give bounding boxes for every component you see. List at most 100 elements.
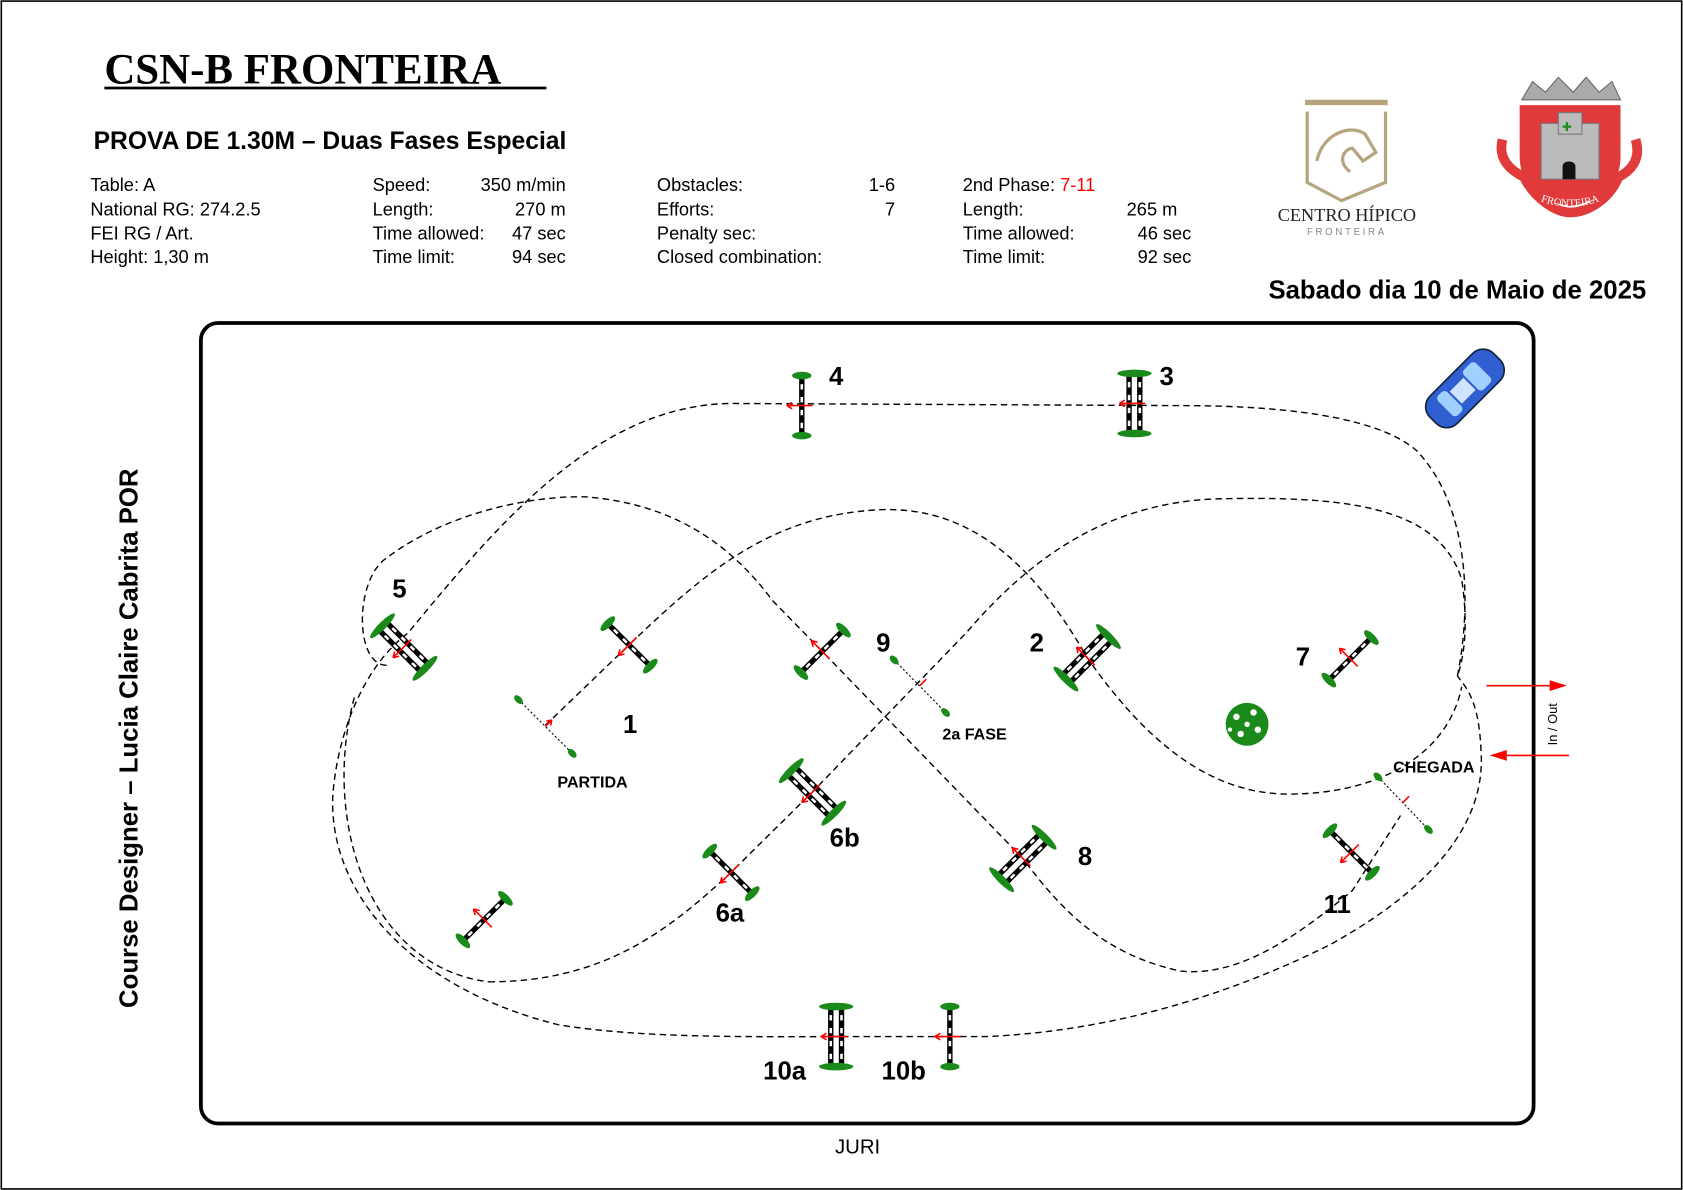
crest-text-path: FRONTEIRA [1540,193,1601,210]
pole-stripe [1127,382,1131,388]
pole-stripe [800,384,804,390]
wing-stand [821,800,847,826]
direction-arrow-icon [810,639,831,660]
direction-arrow-icon [1119,399,1146,408]
obstacle-5 [370,613,438,681]
pole-stripe [1009,873,1016,880]
wing-stand [1031,824,1057,850]
bush-decoration [1225,702,1269,746]
info-closed-combination-label: Closed combination: [657,246,822,267]
obstacle-number-10b: 10b [882,1057,926,1085]
obstacle-1 [600,616,658,674]
pole-stripe [409,645,416,651]
obstacle-unnumbered [455,891,513,949]
pole-stripe [391,627,398,633]
pole-stripe [1075,656,1082,662]
obstacle-9 [793,622,851,680]
pole-stripe [1074,672,1080,679]
pole-stripe [805,662,811,669]
wing-stand [702,843,718,859]
wing-stand [1365,865,1380,881]
pole-stripe [819,806,826,813]
info-table: Table: A National RG: 274.2.5 FEI RG / A… [90,174,1191,267]
pole-stripe [1138,394,1142,401]
finish-line [1373,772,1433,834]
info-length-label: Length: [373,199,434,220]
wing-stand [836,622,851,638]
info-height: Height: 1,30 m [90,246,209,267]
direction-arrow-icon [820,1032,847,1041]
wing-stand [600,616,616,631]
wing-stand [455,933,471,949]
wing-stand [778,758,804,784]
pole-stripe [840,1027,843,1034]
direction-arrow-icon [392,638,412,659]
pole-stripe [400,636,407,642]
arena-boundary [199,321,1536,1126]
pole-stripe [485,912,492,919]
obstacle-11 [1322,823,1380,881]
exit-arrow-icon [1489,750,1507,761]
club-subname: FRONTEIRA [1307,227,1387,238]
wing-stand [792,431,812,440]
wing-stand [1053,666,1079,692]
info-obstacles-value: 1-6 [869,174,895,195]
wing-stand [1364,630,1379,645]
pole-stripe [418,654,425,661]
obstacle-number-8: 8 [1078,843,1092,871]
pole-stripe [1351,651,1358,658]
wing-stand [1117,429,1152,438]
route-combination-six [488,497,1466,983]
pole-stripe [948,1040,952,1047]
start-label: PARTIDA [557,774,628,792]
pole-stripe [476,921,483,928]
pole-stripe [1360,642,1367,649]
pole-stripe [1138,382,1142,388]
pole-stripe [1342,660,1348,667]
info-phase2-time-allowed-label: Time allowed: [963,222,1075,243]
obstacle-number-1: 1 [623,711,637,739]
car-icon [1424,348,1506,429]
pole-stripe [631,647,637,653]
info-time-limit-value: 94 sec [512,246,566,267]
pole-stripe [1344,845,1350,851]
obstacle-6b [778,758,847,826]
pole-stripe [1011,856,1017,863]
obstacle-number-6a: 6a [716,900,745,928]
wing-stand [1096,624,1121,649]
pole-stripe [829,1040,833,1047]
obstacle-8 [989,824,1057,893]
pole-stripe [1333,670,1339,676]
wing-stand [744,886,760,901]
info-phase2-time-limit-value: 92 sec [1138,246,1192,267]
obstacle-number-7: 7 [1296,643,1310,671]
info-efforts-value: 7 [885,199,895,220]
pole-stripe [1138,420,1142,426]
route-phase-two-loop [361,496,1402,973]
pole-stripe [1092,654,1099,661]
info-national-rg: National RG: 274.2.5 [90,199,260,220]
info-obstacles-label: Obstacles: [657,174,743,195]
pole-stripe [1083,663,1089,670]
course-designer: Course Designer – Lucia Claire Cabrita P… [116,468,144,1008]
info-phase2-length-label: Length: [963,199,1024,220]
obstacles [370,369,1380,1071]
pole-stripe [1353,854,1359,860]
pole-stripe [801,788,808,795]
jury-label: JURI [835,1137,880,1159]
pole-stripe [742,883,748,890]
info-phase2-length-value: 265 m [1127,199,1178,220]
obstacle-number-9: 9 [876,629,890,657]
finish-label: CHEGADA [1393,759,1475,777]
pole-stripe [800,772,806,778]
pole-stripe [612,628,619,635]
pole-stripe [814,653,821,660]
pole-stripe [829,1027,833,1034]
pole-stripe [792,779,799,786]
info-fei-rg: FEI RG / Art. [90,222,193,243]
pole-stripe [714,856,721,862]
centro-hipico-logo: CENTRO HÍPICO FRONTEIRA [1278,99,1416,238]
wing-stand [793,665,809,680]
pole-stripe [1138,407,1142,414]
